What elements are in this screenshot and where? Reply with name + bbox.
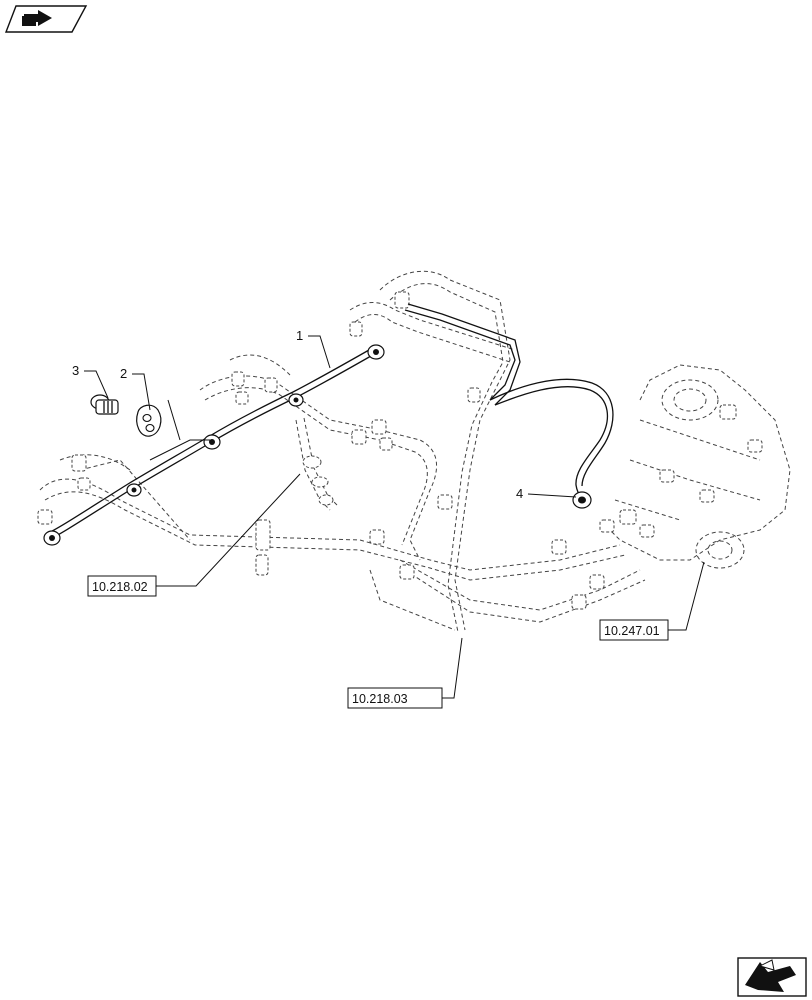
callout-3: 3 [72,363,79,378]
ghosted-injection-lines [39,270,646,633]
callout-4: 4 [516,486,523,501]
injector [295,417,339,511]
ref-injector[interactable]: 10.218.02 [87,575,157,597]
ghosted-connectors [37,291,605,610]
next-page-arrow-icon[interactable] [737,957,807,997]
injection-pump [599,364,791,569]
callout-1: 1 [296,328,303,343]
part-2-sealing-washer [136,404,162,437]
ref-pipes-label: 10.218.03 [352,692,408,706]
ref-pipes[interactable]: 10.218.03 [347,687,443,709]
ref-pump-label: 10.247.01 [604,624,660,638]
part-1-pipe [43,344,385,546]
callout-2: 2 [120,366,127,381]
part-3-banjo-bolt [90,394,119,415]
ref-pump[interactable]: 10.247.01 [599,619,669,641]
ref-injector-label: 10.218.02 [92,580,148,594]
part-4-return-pipe [404,303,614,509]
book-arrow-icon[interactable] [4,5,88,33]
leader-lines [84,335,705,699]
